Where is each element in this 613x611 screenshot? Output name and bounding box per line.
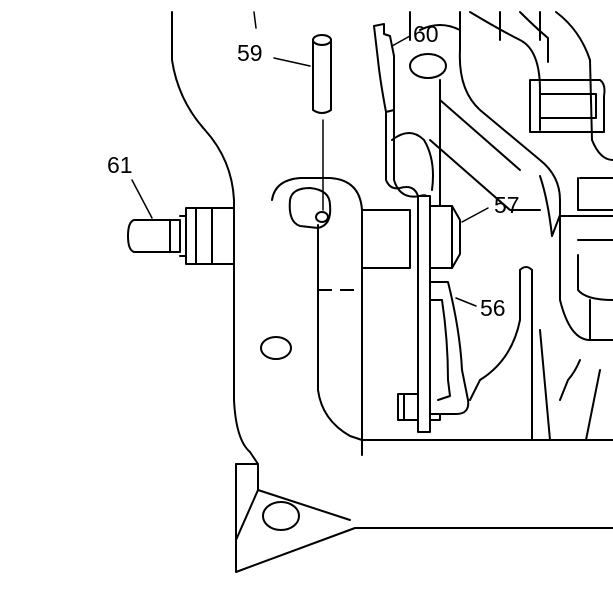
housing-bolt-hole <box>262 501 300 531</box>
accumulator-bore <box>318 209 411 291</box>
pin-boss <box>288 187 332 229</box>
part-56-bracket <box>397 195 470 433</box>
valve-body-castings <box>409 11 613 441</box>
part-61-plug <box>127 207 235 265</box>
leader-61 <box>131 179 153 219</box>
callout-61: 61 <box>107 152 133 178</box>
leader-60 <box>391 35 411 47</box>
leader-lines <box>131 11 489 307</box>
callout-57: 57 <box>494 192 520 218</box>
case-housing <box>171 11 613 573</box>
callout-59: 59 <box>237 40 263 66</box>
leader-57 <box>461 207 489 223</box>
part-59-pin <box>312 34 332 211</box>
housing-bolt-hole <box>260 336 292 360</box>
callout-56: 56 <box>480 295 506 321</box>
callout-60: 60 <box>413 21 439 47</box>
part-57-bolt <box>429 205 461 269</box>
leader-56 <box>455 297 477 307</box>
leader-59 <box>273 57 311 67</box>
